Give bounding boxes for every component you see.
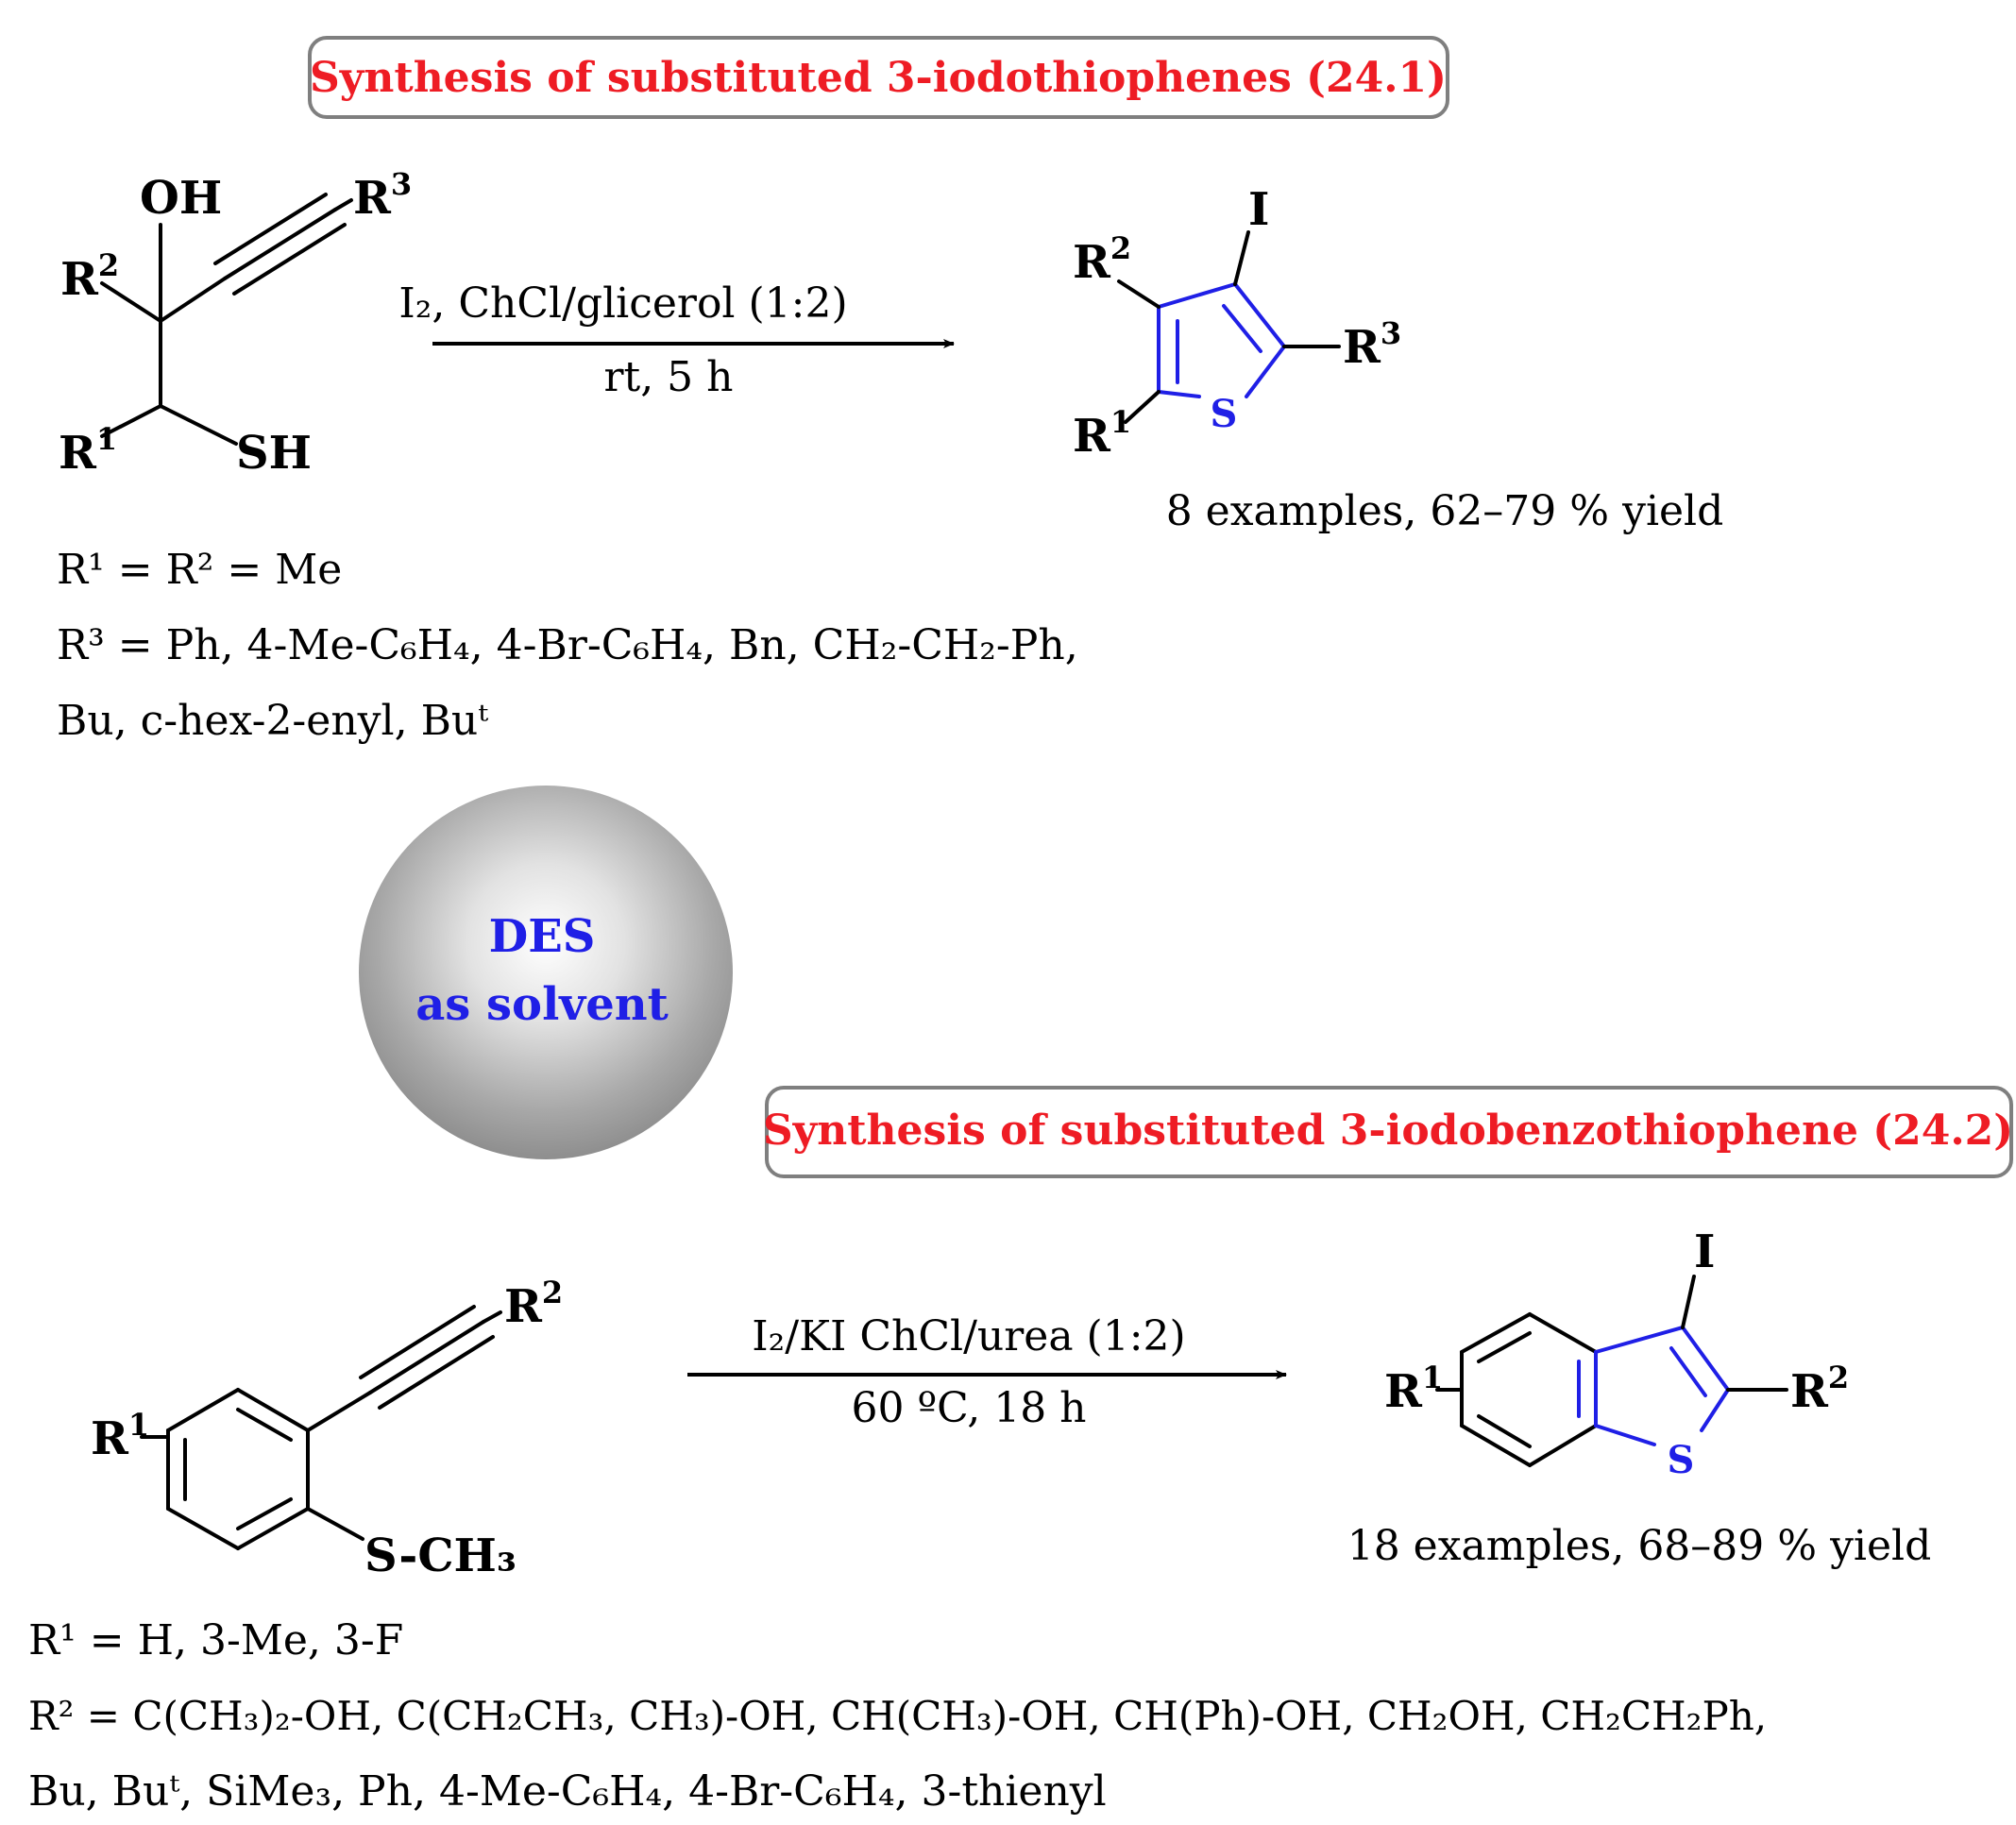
substituent-line: R¹ = R² = Me [57,546,342,594]
atom-oh: OH [140,172,222,225]
triple-bond [368,1320,485,1394]
atom-r2: R2 [60,247,119,306]
bond [333,198,353,211]
reactant-2-r1: R1 [91,1407,149,1465]
bond-to-i [1681,1275,1696,1329]
scheme-2-title: Synthesis of substituted 3-iodobenzothio… [763,1107,2013,1155]
ring-bond [166,1388,240,1432]
product-2-r1: R1 [1384,1360,1443,1418]
sphere-label-line-1: DES [489,910,596,963]
reagents-2: I₂/KI ChCl/urea (1:2) [752,1312,1185,1360]
triple-bond [232,223,347,296]
ring-bond [1681,1326,1730,1392]
bond [100,404,162,438]
title-box-2 [765,1086,2013,1178]
substituent-line: Bu, c-hex-2-enyl, Buᵗ [57,697,488,745]
sphere-label-line-2: as solvent [415,978,669,1031]
des-sphere: DES as solvent [359,786,733,1159]
ring-bond [1460,1424,1532,1467]
bond [482,1310,502,1324]
title-box-1 [308,36,1449,119]
result-2: 18 examples, 68–89 % yield [1347,1522,1932,1570]
bond [306,1391,372,1432]
substituent-line: Bu, Buᵗ, SiMe₃, Ph, 4-Me-C₆H₄, 4-Br-C₆H₄… [28,1767,1107,1816]
triple-bond [213,193,328,265]
bond-to-r1 [1124,390,1160,424]
scheme-1-title: Synthesis of substituted 3-iodothiophene… [310,54,1447,102]
ring-bond [1528,1312,1598,1354]
product-1-r2: R2 [1073,230,1131,289]
ring-double-bond [1477,1414,1532,1448]
atom-r1: R1 [59,421,117,480]
atom-sh: SH [236,427,312,480]
product-2-r2: R2 [1790,1360,1849,1418]
ring-bond [1460,1312,1532,1354]
ring-double-bond [236,1408,293,1442]
ring-bond [1233,282,1286,348]
triple-bond [359,1305,476,1379]
substituent-line: R² = C(CH₃)₂-OH, C(CH₂CH₃, CH₃)-OH, CH(C… [28,1693,1767,1739]
benzothiophene-structure [1460,1312,1730,1467]
reactant-2-r2: R2 [504,1275,563,1333]
ring-bond [1528,1424,1598,1467]
ring-bond [236,1507,310,1550]
product-1-r3: R3 [1343,315,1401,374]
product-1-s: S [1211,392,1238,436]
bond [159,404,238,446]
scheme-1: Synthesis of substituted 3-iodothiophene… [57,36,1724,745]
ring-bond [1245,345,1286,398]
product-1-r1: R1 [1073,404,1131,463]
substituent-line: R³ = Ph, 4-Me-C₆H₄, 4-Br-C₆H₄, Bn, CH₂-C… [57,621,1078,669]
conditions-1: rt, 5 h [603,353,733,401]
bond-to-r2 [1117,279,1160,309]
product-2-s: S [1668,1438,1695,1482]
atom-r3: R3 [353,166,412,225]
scheme-2: Synthesis of substituted 3-iodobenzothio… [28,1086,2013,1816]
ring-double-bond [1477,1331,1532,1363]
ring-bond [1700,1388,1730,1432]
reactant-2-structure [140,1305,502,1550]
conditions-2: 60 ºC, 18 h [851,1384,1086,1432]
bond-to-i [1233,230,1250,286]
ring-bond [1594,1326,1685,1354]
thiophene-ring [1157,282,1286,398]
ring-bond [236,1388,310,1432]
product-1-i: I [1248,183,1269,236]
ring-bond [1157,390,1201,398]
ring-double-bond [1222,304,1262,353]
ring-bond [1594,1424,1656,1446]
bond [100,281,162,323]
ring-bond [166,1507,240,1550]
ring-bond [1157,282,1237,309]
reactant-2-sch3: S-CH₃ [364,1529,517,1582]
substituent-line: R¹ = H, 3-Me, 3-F [28,1616,403,1664]
triple-bond [223,208,337,280]
reactant-1-structure [100,193,353,446]
bond [159,277,227,323]
ring-double-bond [1669,1346,1707,1397]
sphere [359,786,733,1159]
result-1: 8 examples, 62–79 % yield [1166,487,1724,535]
product-2-i: I [1694,1225,1715,1278]
reagents-1: I₂, ChCl/glicerol (1:2) [398,279,847,328]
triple-bond [378,1335,495,1410]
bond-to-sch3 [306,1507,364,1541]
ring-double-bond [236,1497,293,1530]
